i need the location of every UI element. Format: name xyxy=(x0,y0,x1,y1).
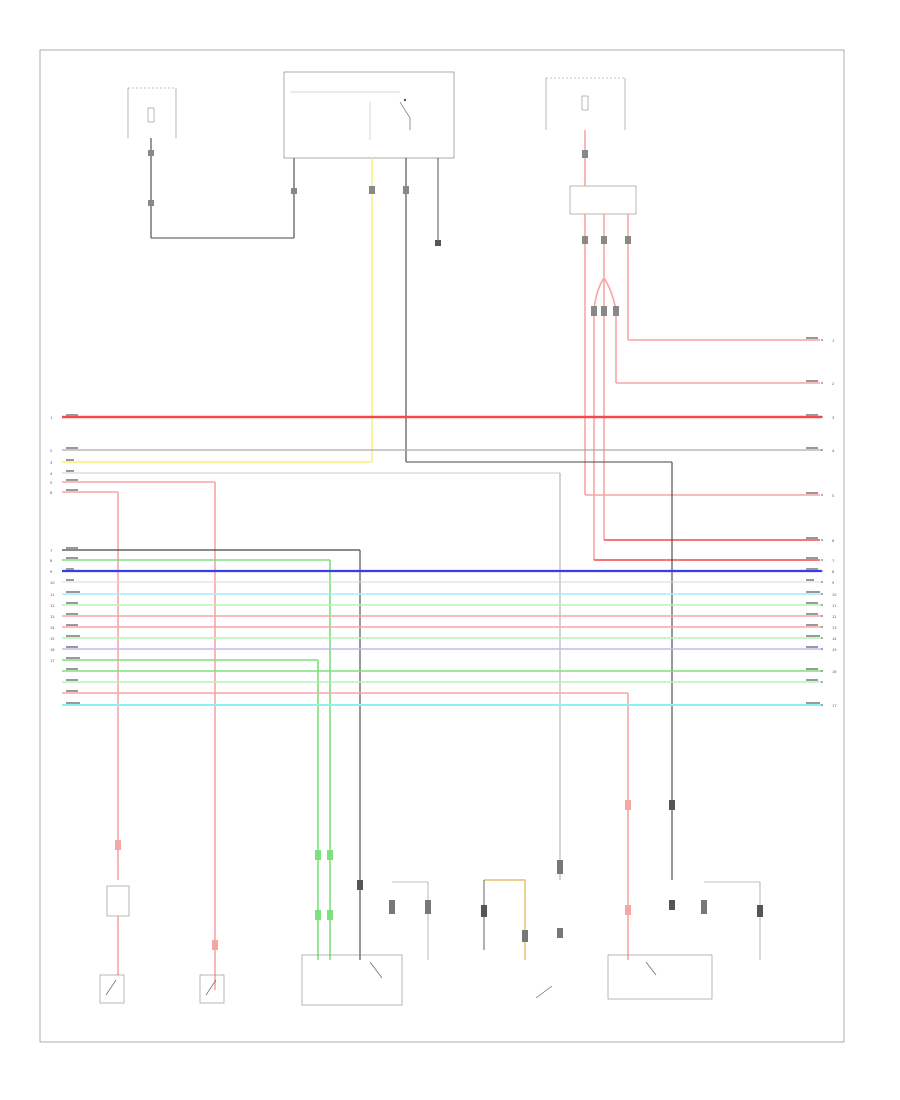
right-wire-number: 17 xyxy=(832,704,837,708)
left-wire-number: 1 xyxy=(50,416,52,420)
right-wire-number: 14 xyxy=(832,637,837,641)
left-wire-number: 12 xyxy=(50,604,55,608)
body-control-module xyxy=(607,800,763,1000)
left-wire-number: 16 xyxy=(50,648,55,652)
left-wire-number: 8 xyxy=(50,559,53,563)
right-wire-number: 12 xyxy=(832,615,837,619)
fuse-block-right xyxy=(545,77,637,215)
left-wire-number: 5 xyxy=(50,481,52,485)
left-wire-number: 13 xyxy=(50,615,55,619)
liftgate-lock-actuator xyxy=(481,860,563,999)
left-wire-number: 7 xyxy=(50,549,52,553)
right-wire-number: 4 xyxy=(832,449,835,453)
left-wire-number: 17 xyxy=(50,659,55,663)
left-wire-number: 2 xyxy=(50,449,52,453)
door-switch-front-left xyxy=(199,940,225,1004)
right-wire-number: 16 xyxy=(832,670,837,674)
relay-module-top xyxy=(283,71,455,159)
fuse-block-left xyxy=(127,87,297,239)
left-wire-number: 15 xyxy=(50,637,55,641)
right-wire-number: 11 xyxy=(832,604,837,608)
right-wire-number: 10 xyxy=(832,593,837,597)
left-wire-number: 10 xyxy=(50,581,55,585)
right-wire-number: 5 xyxy=(832,494,834,498)
left-wire-number: 4 xyxy=(50,472,53,476)
left-wire-number: 9 xyxy=(50,570,53,574)
diagram-frame xyxy=(39,49,845,1043)
liftgate-switch-module xyxy=(301,850,431,1006)
right-wire-number: 3 xyxy=(832,416,834,420)
right-wire-number: 15 xyxy=(832,648,837,652)
left-wire-number: 3 xyxy=(50,461,52,465)
right-wire-number: 13 xyxy=(832,626,837,630)
left-wire-number: 11 xyxy=(50,593,55,597)
right-wire-number: 1 xyxy=(832,339,834,343)
door-switch-front-right xyxy=(99,840,130,1004)
right-wire-number: 9 xyxy=(832,581,835,585)
right-wire-number: 6 xyxy=(832,539,835,543)
right-wire-number: 7 xyxy=(832,559,834,563)
right-wire-number: 8 xyxy=(832,570,835,574)
right-wire-number: 2 xyxy=(832,382,834,386)
left-wire-number: 6 xyxy=(50,491,53,495)
left-wire-number: 14 xyxy=(50,626,55,630)
